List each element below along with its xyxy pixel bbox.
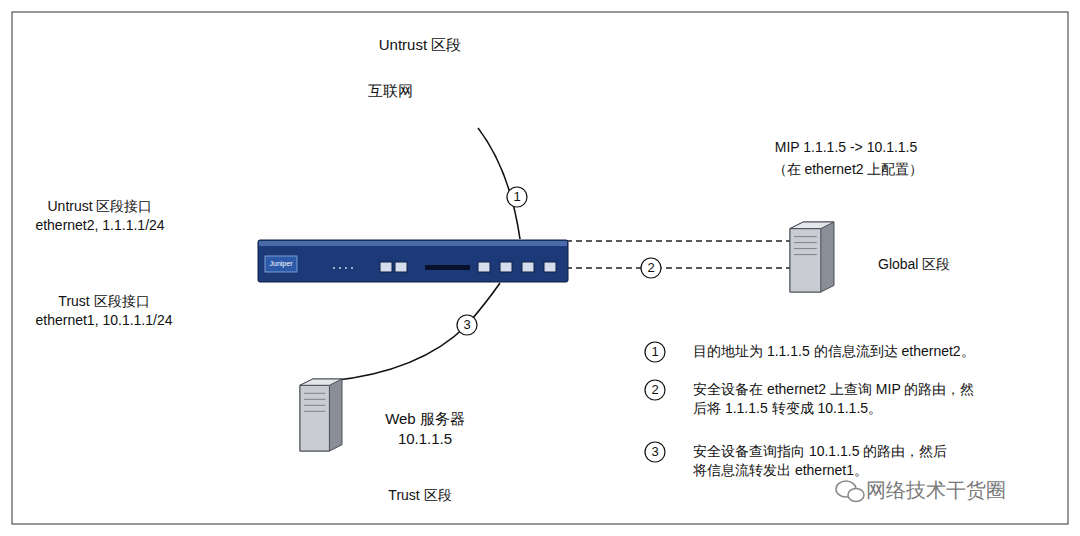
mip-note: （在 ethernet2 上配置） [773, 160, 924, 179]
callout-circle [645, 380, 665, 400]
zone-label: Untrust 区段 [379, 36, 462, 55]
internet-cloud-outline [290, 58, 570, 136]
zone-ellipse: Untrust 区段互联网 [185, 28, 655, 166]
interface-address: ethernet2, 1.1.1.1/24 [35, 216, 164, 235]
zone-ellipse: Trust 区段Web 服务器10.1.1.5 [185, 372, 640, 514]
server-label: Web 服务器 [385, 410, 465, 429]
callout-circle [645, 442, 665, 462]
server-icon [300, 379, 342, 451]
watermark: 网络技术干货圈 [866, 477, 1006, 504]
watermark-icon [836, 481, 864, 502]
internet-cloud: 互联网 [290, 58, 570, 136]
mip-label: MIP 1.1.1.5 -> 10.1.1.5 [775, 138, 918, 157]
zone-label: Global 区段 [878, 256, 950, 274]
callout-circle [641, 258, 661, 278]
zone-ellipse: Global 区段 [700, 214, 1058, 320]
step-note: 安全设备在 ethernet2 上查询 MIP 的路由，然后将 1.1.1.5 … [693, 380, 975, 418]
interface-address: ethernet1, 10.1.1.1/24 [36, 311, 173, 330]
zone-label: Trust 区段 [388, 487, 451, 505]
frame [12, 12, 1068, 524]
server-label: 10.1.1.5 [398, 430, 452, 449]
callout-number: 1 [645, 342, 665, 362]
callout-number: 3 [645, 442, 665, 462]
mip-dashed-link [556, 240, 805, 241]
callout-circle [507, 187, 527, 207]
interface-label: Untrust 区段接口 [47, 197, 152, 216]
server-icon [790, 222, 834, 292]
callout-number: 2 [641, 258, 661, 278]
firewall-device [258, 240, 568, 282]
step-note: 目的地址为 1.1.1.5 的信息流到达 ethernet2。 [693, 342, 975, 361]
callout-number: 3 [457, 315, 477, 335]
trust-wire [330, 283, 500, 381]
uplink-wire [478, 128, 520, 239]
callout-number: 2 [645, 380, 665, 400]
brand-logo: Juniper [266, 254, 296, 274]
mip-dashed-link [556, 267, 805, 268]
step-note: 安全设备查询指向 10.1.1.5 的路由，然后将信息流转发出 ethernet… [693, 442, 961, 480]
server-ellipse: Web 服务器10.1.1.5 [290, 382, 550, 487]
callout-circle [457, 315, 477, 335]
internet-label: 互联网 [368, 82, 413, 101]
interface-label: Trust 区段接口 [58, 292, 149, 311]
callout-number: 1 [507, 187, 527, 207]
callout-circle [645, 342, 665, 362]
